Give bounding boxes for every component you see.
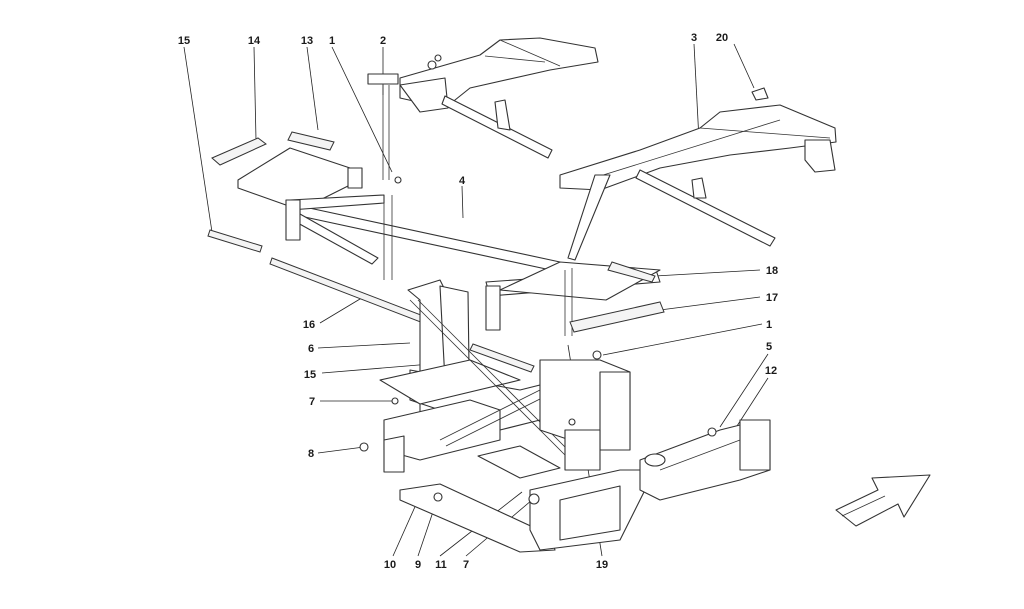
callout-13: 13 (301, 35, 313, 47)
fasteners (359, 350, 717, 452)
side-bracket (639, 419, 771, 501)
rear-upper-arm-right (559, 87, 837, 261)
rear-upper-arm-left (367, 37, 599, 180)
callout-9: 9 (415, 559, 421, 571)
main-rear-frame (237, 147, 661, 336)
callout-15-top: 15 (178, 35, 190, 47)
callout-labels: 15 14 13 1 2 3 20 4 18 17 1 16 6 15 5 12… (178, 32, 778, 571)
callout-1-top: 1 (329, 35, 335, 47)
callout-11: 11 (435, 559, 447, 571)
callout-20: 20 (716, 32, 728, 44)
direction-arrow-icon (835, 474, 931, 527)
callout-15-mid: 15 (304, 369, 316, 381)
callout-10: 10 (384, 559, 396, 571)
callout-17: 17 (766, 292, 778, 304)
callout-19: 19 (596, 559, 608, 571)
callout-1-right: 1 (766, 319, 772, 331)
callout-16: 16 (303, 319, 315, 331)
callout-6: 6 (308, 343, 314, 355)
callout-18: 18 (766, 265, 778, 277)
central-cross-member (379, 279, 631, 479)
lower-frame (399, 469, 651, 553)
callout-14: 14 (248, 35, 261, 47)
trim-strips (207, 131, 665, 373)
callout-5: 5 (766, 341, 772, 353)
callout-8: 8 (308, 448, 314, 460)
callout-3: 3 (691, 32, 697, 44)
callout-7-bottom: 7 (463, 559, 469, 571)
callout-7-left: 7 (309, 396, 315, 408)
callout-2: 2 (380, 35, 386, 47)
callout-4: 4 (459, 175, 466, 187)
callout-12: 12 (765, 365, 777, 377)
